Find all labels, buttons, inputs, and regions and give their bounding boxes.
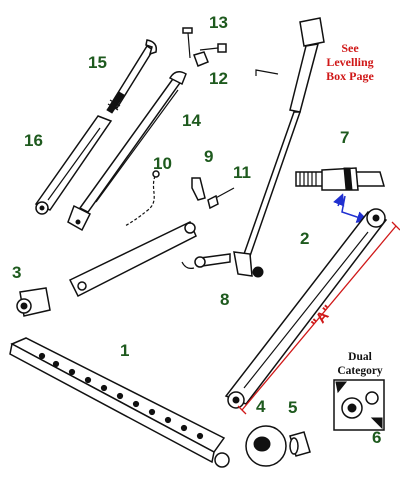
levelling-note-line1: See [341, 41, 359, 55]
label-7: 7 [340, 128, 349, 147]
levelling-note-line3: Box Page [326, 69, 374, 83]
label-10: 10 [153, 154, 172, 173]
stabiliser-bar [68, 220, 197, 298]
part-14-lift-rod [67, 71, 187, 232]
part-2-lower-link [224, 208, 388, 409]
label-1: 1 [120, 341, 129, 360]
part-16-lift-link [34, 115, 113, 215]
part-6-dual-category-kit [333, 379, 385, 431]
levelling-note-line2: Levelling [326, 55, 373, 69]
part-9-bracket [191, 177, 206, 201]
label-6: 6 [372, 428, 381, 447]
label-15: 15 [88, 53, 107, 72]
label-2: 2 [300, 229, 309, 248]
blue-arrow-head [333, 193, 345, 207]
part-11-pin [207, 187, 235, 210]
dimension-a-line [237, 221, 400, 415]
part-5-bush [289, 431, 311, 457]
blue-arrow [341, 195, 369, 223]
part-7-sleeve [295, 167, 385, 191]
part-1-drawbar [9, 337, 230, 468]
label-13: 13 [209, 13, 228, 32]
label-8: 8 [220, 290, 229, 309]
part-12-nut [193, 51, 209, 67]
part-8-pins [181, 253, 231, 269]
label-11: 11 [233, 163, 251, 182]
dual-category-line1: Dual [348, 351, 372, 363]
label-12: 12 [209, 69, 228, 88]
part-3-link-end [16, 287, 51, 317]
label-9: 9 [204, 147, 213, 166]
part-15-adjuster-rod [106, 39, 158, 114]
label-3: 3 [12, 263, 21, 282]
part-4-ball [245, 425, 287, 467]
label-14: 14 [182, 111, 201, 130]
part-10-check-chain [124, 170, 160, 227]
levelling-box-rod [233, 17, 325, 278]
part-13-bolts [182, 27, 227, 59]
label-16: 16 [24, 131, 43, 150]
label-5: 5 [288, 398, 297, 417]
label-4: 4 [256, 397, 266, 416]
dual-category-line2: Category [337, 365, 383, 377]
